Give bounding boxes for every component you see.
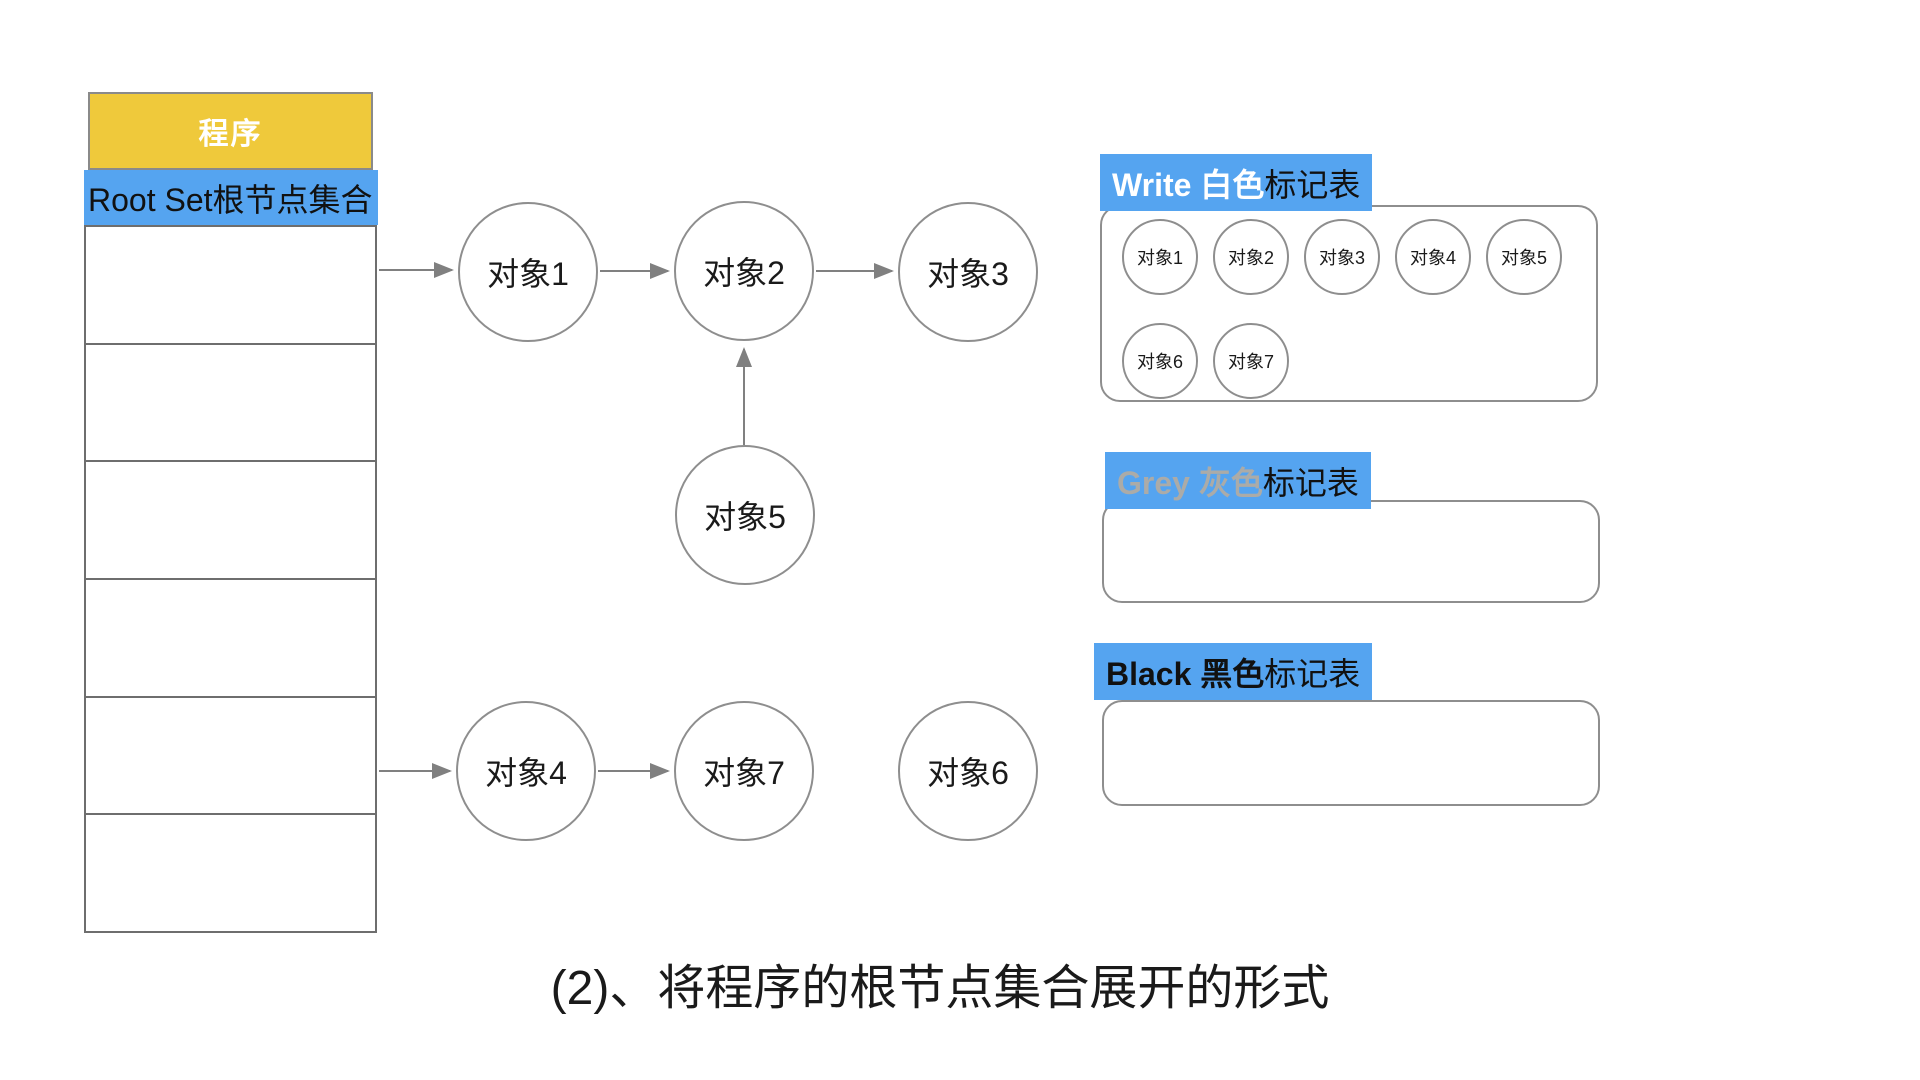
white-item-obj7: 对象7 xyxy=(1213,323,1289,399)
black-table-title-highlight: Black 黑色 xyxy=(1106,655,1265,692)
white-item-obj6: 对象6 xyxy=(1122,323,1198,399)
white-table-title: Write 白色标记表 xyxy=(1100,154,1373,211)
program-header: 程序 xyxy=(88,92,373,170)
white-item-obj5: 对象5 xyxy=(1486,219,1562,295)
grey-table-title-highlight: Grey 灰色 xyxy=(1117,464,1263,501)
white-table-title-highlight: Write 白色 xyxy=(1112,166,1265,203)
figure-caption: (2)、将程序的根节点集合展开的形式 xyxy=(550,962,1330,1015)
node-obj5: 对象5 xyxy=(675,445,815,585)
root-set-slot xyxy=(86,578,375,696)
root-set-slot xyxy=(86,227,375,343)
grey-table-box xyxy=(1102,500,1600,603)
white-item-obj3: 对象3 xyxy=(1304,219,1380,295)
node-obj6: 对象6 xyxy=(898,701,1038,841)
root-set-slot xyxy=(86,460,375,578)
black-table-box xyxy=(1102,700,1600,806)
node-obj7: 对象7 xyxy=(674,701,814,841)
node-obj4: 对象4 xyxy=(456,701,596,841)
root-set-label: Root Set根节点集合 xyxy=(84,170,378,225)
black-table-title: Black 黑色标记表 xyxy=(1094,643,1373,700)
root-set-table xyxy=(84,225,377,933)
white-item-obj4: 对象4 xyxy=(1395,219,1471,295)
node-obj2: 对象2 xyxy=(674,201,814,341)
white-item-obj2: 对象2 xyxy=(1213,219,1289,295)
root-set-slot xyxy=(86,342,375,461)
grey-table-title: Grey 灰色标记表 xyxy=(1105,452,1371,509)
grey-table-title-rest: 标记表 xyxy=(1262,464,1359,501)
root-set-slot xyxy=(86,813,375,931)
black-table-title-rest: 标记表 xyxy=(1264,655,1361,692)
node-obj1: 对象1 xyxy=(458,202,598,342)
white-table-box: 对象1 对象2 对象3 对象4 对象5 对象6 对象7 xyxy=(1100,205,1598,402)
white-table-title-rest: 标记表 xyxy=(1264,166,1361,203)
white-item-obj1: 对象1 xyxy=(1122,219,1198,295)
node-obj3: 对象3 xyxy=(898,202,1038,342)
root-set-slot xyxy=(86,695,375,814)
